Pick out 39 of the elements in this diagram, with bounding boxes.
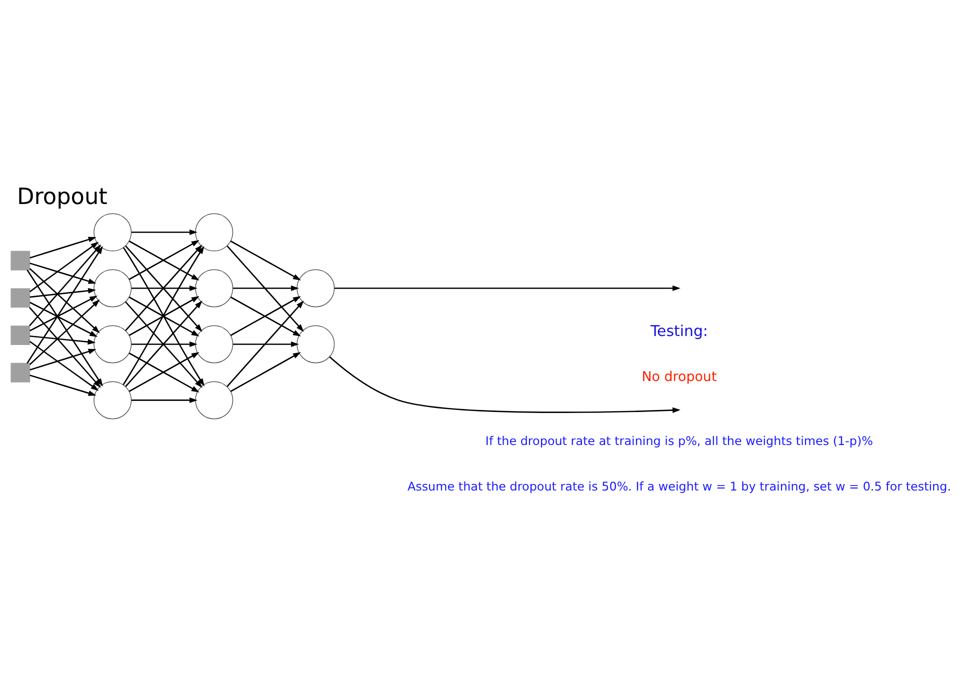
arrow [30, 334, 96, 344]
arrow [131, 396, 198, 402]
arrow [29, 244, 102, 326]
arrow [233, 284, 299, 291]
arrow [30, 301, 98, 336]
arrow [26, 269, 103, 386]
arrow [329, 356, 680, 412]
arrow [30, 288, 96, 298]
arrow [233, 340, 299, 347]
arrow [30, 295, 98, 331]
label: If the dropout rate at training is p%, all the weights times (1-p)% [485, 433, 874, 448]
node-box [10, 250, 30, 270]
node-box [10, 325, 30, 344]
label: Testing: [650, 322, 708, 340]
arrow [30, 262, 96, 284]
arrow [30, 236, 96, 258]
arrow [30, 348, 96, 370]
arrow [131, 228, 198, 235]
node-box [10, 288, 30, 308]
arrow [29, 306, 101, 388]
node-box [10, 362, 30, 382]
diagram-title: Dropout [16, 183, 108, 210]
arrow [230, 352, 301, 392]
arrow [230, 240, 301, 280]
arrow [29, 340, 99, 390]
arrow [131, 284, 198, 291]
arrow [334, 284, 680, 291]
label: No dropout [642, 370, 717, 385]
arrow [29, 268, 100, 333]
arrow [30, 374, 96, 396]
arrow [26, 246, 103, 364]
node-circle [94, 324, 132, 363]
arrow [29, 298, 100, 365]
arrow [226, 245, 304, 332]
arrow [29, 241, 99, 292]
arrow [226, 300, 304, 386]
label: Assume that the dropout rate is 50%. If a weight w = 1 by training, set w = 0.5 for testing. [407, 478, 952, 493]
arrow [131, 340, 198, 347]
node-circle [94, 268, 132, 307]
